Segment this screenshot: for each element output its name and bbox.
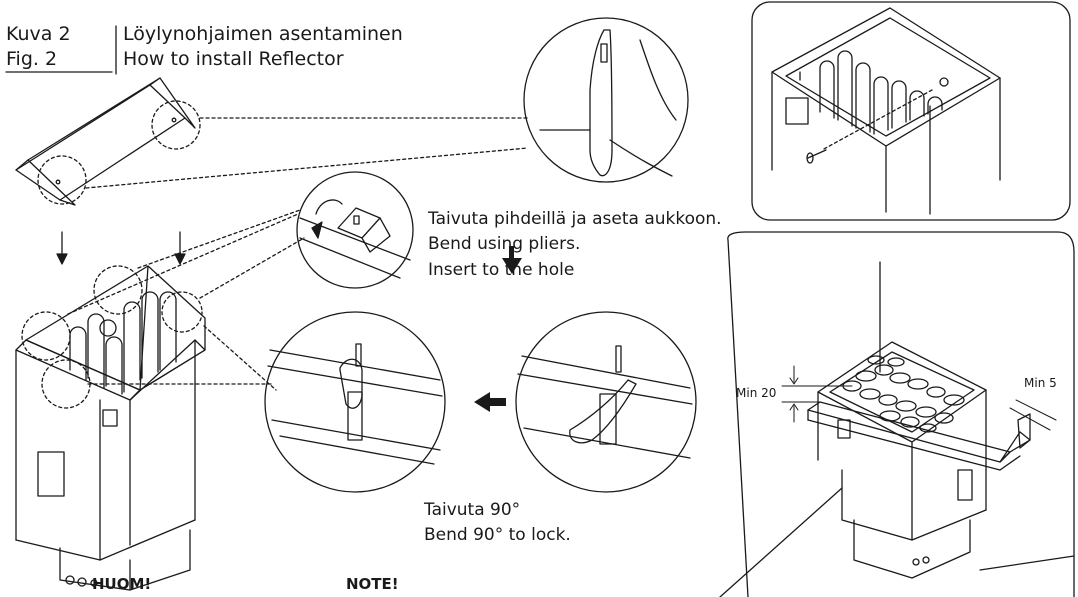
screw-icon [806, 149, 827, 164]
instruction-bend-fi: Taivuta pihdeillä ja aseta aukkoon. [428, 209, 722, 229]
figure-kuva-label: Kuva 2 [6, 23, 71, 45]
heater-top-elements [819, 50, 943, 135]
bend-arrow [502, 246, 522, 274]
note-heading: NOTE! [346, 575, 399, 593]
left-arrow [474, 392, 506, 412]
panel-top-right [751, 1, 1071, 221]
dimension-label-min5: Min 5 [1024, 376, 1057, 390]
zoom-circle-lower-left [264, 311, 446, 493]
down-arrows [56, 231, 186, 265]
panel-bottom-right [719, 231, 1075, 597]
instruction-bend-en-2: Insert to the hole [428, 260, 575, 280]
figure-title-en: How to install Reflector [123, 48, 344, 70]
dimension-label-min20: Min 20 [736, 386, 777, 400]
figure-title-fi: Löylynohjaimen asentaminen [123, 23, 403, 45]
zoom-circle-lower-right [515, 311, 697, 493]
zoom-circle-middle [296, 171, 414, 289]
note-huom-heading: HUOM! [92, 575, 152, 593]
reflector-detail-circles [37, 100, 529, 205]
instruction-bend-en-1: Bend using pliers. [428, 234, 581, 254]
heater-left-elements [69, 291, 177, 395]
heater-left [15, 265, 206, 591]
dimension-min20 [781, 365, 853, 423]
caption-rules [5, 25, 117, 75]
zoom-circle-top [523, 17, 689, 183]
heater-left-detail-circles [21, 209, 305, 409]
figure-fig-label: Fig. 2 [6, 48, 58, 70]
dimension-min5 [1009, 399, 1057, 431]
instruction-lock-fi: Taivuta 90° [424, 500, 521, 520]
instruction-lock-en: Bend 90° to lock. [424, 525, 571, 545]
reflector-part [15, 77, 196, 206]
stones [842, 355, 965, 433]
